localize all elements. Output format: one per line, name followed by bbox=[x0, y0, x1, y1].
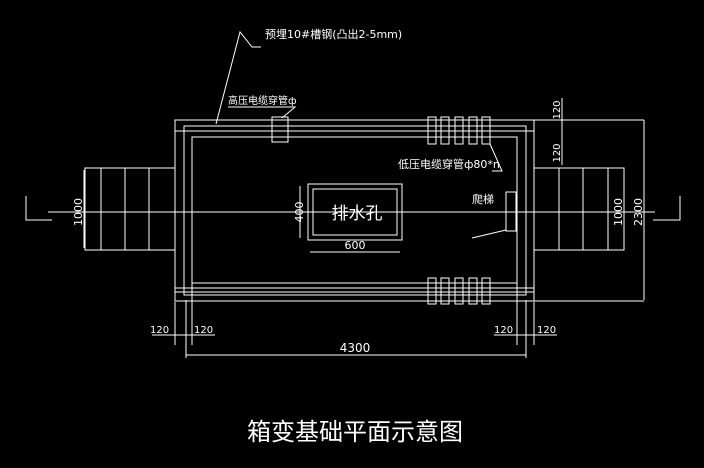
steps-right bbox=[533, 167, 625, 251]
step-right-dim-label: 1000 bbox=[612, 198, 625, 226]
lv-pipe-label: 低压电缆穿管ф80*n bbox=[398, 157, 500, 171]
lv-pipes-bottom bbox=[427, 277, 491, 305]
section-mark-right bbox=[653, 196, 681, 221]
wall-left-inner-label: 120 bbox=[194, 325, 213, 336]
wall-top-inner-label: 120 bbox=[552, 143, 563, 162]
ladder-label: 爬梯 bbox=[472, 193, 494, 206]
drain-hole bbox=[307, 183, 403, 241]
ladder bbox=[505, 191, 517, 232]
steps-left bbox=[84, 167, 176, 251]
wall-right-inner-label: 120 bbox=[537, 325, 556, 336]
drain-height-label: 400 bbox=[293, 202, 306, 223]
channel-steel-label: 预埋10#槽钢(凸出2-5mm) bbox=[265, 27, 402, 41]
total-length-label: 4300 bbox=[340, 341, 371, 355]
drawing-title: 箱变基础平面示意图 bbox=[247, 418, 463, 446]
lv-pipes-top bbox=[427, 116, 491, 145]
step-left-dim-label: 1000 bbox=[72, 198, 85, 226]
total-width-label: 2300 bbox=[632, 198, 645, 226]
section-mark-left bbox=[25, 196, 52, 221]
wall-right-outer-label: 120 bbox=[494, 325, 513, 336]
hv-pipe-leader bbox=[228, 106, 297, 119]
channel-steel-leader bbox=[215, 30, 261, 125]
drain-width-label: 600 bbox=[345, 239, 366, 252]
wall-left-outer-label: 120 bbox=[150, 325, 169, 336]
ladder-leader bbox=[471, 229, 507, 239]
lv-pipe-leader bbox=[489, 143, 503, 172]
hv-pipe-label: 高压电缆穿管ф bbox=[228, 94, 297, 107]
wall-top-label: 120 bbox=[552, 100, 563, 119]
hv-pipe bbox=[271, 116, 289, 143]
drain-label: 排水孔 bbox=[332, 204, 383, 224]
